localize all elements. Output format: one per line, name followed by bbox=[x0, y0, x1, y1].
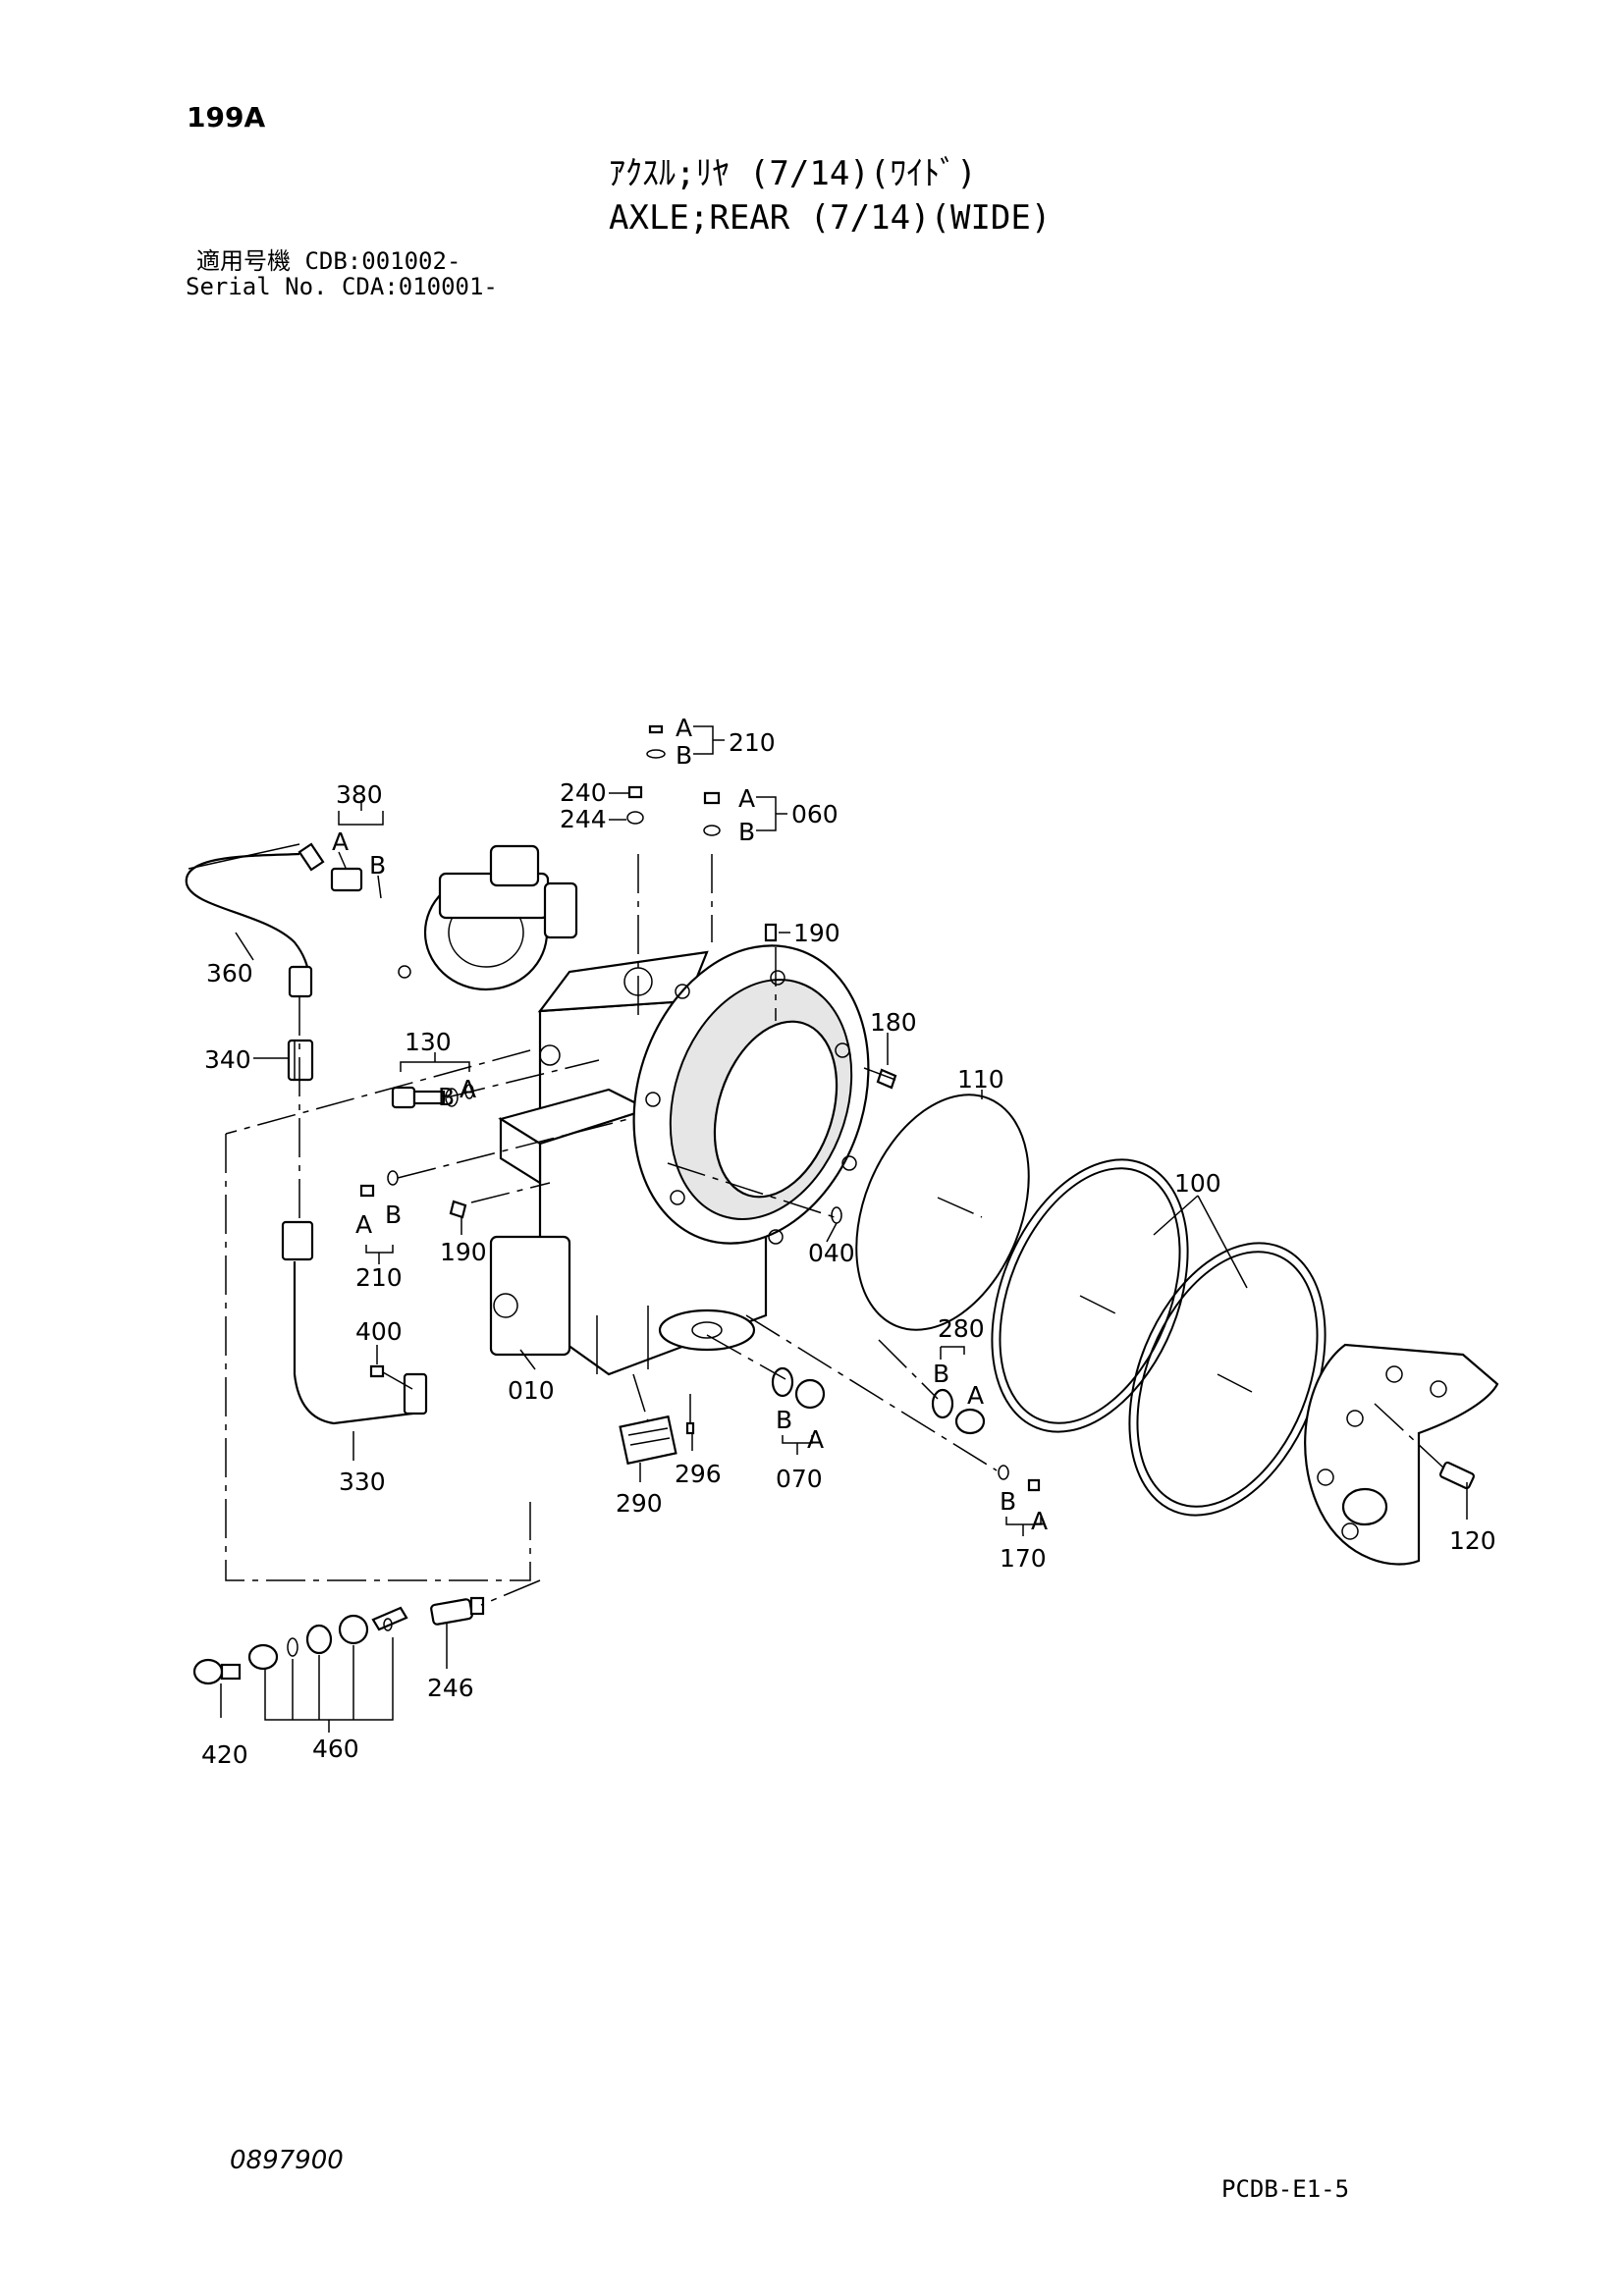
callout-180: 180 bbox=[870, 1008, 917, 1037]
sub-label-b: B bbox=[1000, 1487, 1016, 1516]
sub-label-b: B bbox=[933, 1360, 949, 1388]
callout-246: 246 bbox=[427, 1674, 474, 1702]
page-number: 199A bbox=[187, 101, 266, 133]
callout-280: 280 bbox=[938, 1314, 985, 1343]
callout-130: 130 bbox=[405, 1028, 452, 1056]
callout-120: 120 bbox=[1449, 1526, 1496, 1555]
sub-label-b: B bbox=[738, 818, 755, 846]
callout-340: 340 bbox=[204, 1045, 251, 1074]
sub-label-a: A bbox=[807, 1425, 824, 1454]
callout-460: 460 bbox=[312, 1735, 359, 1763]
sub-label-b: B bbox=[369, 851, 386, 880]
sub-label-b: B bbox=[676, 741, 692, 770]
sub-label-a: A bbox=[676, 714, 692, 742]
callout-210-left: 210 bbox=[355, 1263, 403, 1292]
leader-lines bbox=[220, 725, 1468, 1733]
sub-label-a: A bbox=[967, 1381, 984, 1410]
callout-170: 170 bbox=[1000, 1544, 1047, 1573]
sub-labels: A B A B A B B A A B B A B A B A bbox=[332, 714, 1048, 1535]
sheet-reference: PCDB-E1-5 bbox=[1221, 2175, 1350, 2203]
callout-240: 240 bbox=[560, 778, 607, 807]
pipe-assembly bbox=[185, 842, 428, 1425]
callout-labels: 210 240 244 060 380 190 360 180 130 340 … bbox=[201, 728, 1496, 1769]
sub-label-a: A bbox=[355, 1210, 372, 1239]
callout-190-left: 190 bbox=[440, 1238, 487, 1266]
title-japanese: ｱｸｽﾙ;ﾘﾔ (7/14)(ﾜｲﾄﾞ) bbox=[609, 154, 977, 193]
callout-110: 110 bbox=[957, 1065, 1004, 1094]
callout-010: 010 bbox=[508, 1376, 555, 1405]
callout-210-top: 210 bbox=[729, 728, 776, 757]
callout-400: 400 bbox=[355, 1317, 403, 1346]
large-o-rings bbox=[855, 1094, 1326, 1517]
callout-100: 100 bbox=[1174, 1169, 1221, 1198]
sub-label-a: A bbox=[460, 1075, 476, 1103]
callout-330: 330 bbox=[339, 1468, 386, 1496]
callout-040: 040 bbox=[808, 1239, 855, 1267]
callout-420: 420 bbox=[201, 1740, 248, 1769]
small-parts bbox=[192, 724, 1475, 1685]
callout-060: 060 bbox=[791, 800, 839, 828]
serial-applicability-english: Serial No. CDA:010001- bbox=[186, 273, 498, 300]
sub-label-a: A bbox=[332, 828, 349, 856]
callout-296: 296 bbox=[675, 1460, 722, 1488]
callout-244: 244 bbox=[560, 805, 607, 833]
sub-label-b: B bbox=[385, 1201, 402, 1229]
title-english: AXLE;REAR (7/14)(WIDE) bbox=[609, 198, 1052, 238]
document-code: 0897900 bbox=[230, 2146, 344, 2175]
sub-label-b: B bbox=[776, 1406, 792, 1434]
center-lines bbox=[225, 854, 1444, 1606]
housing-ring-flange bbox=[632, 944, 870, 1245]
brake-valve-assembly bbox=[398, 844, 578, 991]
callout-360: 360 bbox=[206, 959, 253, 988]
sub-label-b: B bbox=[438, 1083, 455, 1111]
sub-label-a: A bbox=[1031, 1507, 1048, 1535]
callout-290: 290 bbox=[616, 1489, 663, 1518]
serial-applicability-japanese: 適用号機 CDB:001002- bbox=[196, 247, 461, 275]
sub-label-a: A bbox=[738, 784, 755, 813]
callout-380: 380 bbox=[336, 780, 383, 809]
callout-190-top: 190 bbox=[793, 919, 840, 947]
callout-070: 070 bbox=[776, 1465, 823, 1493]
mating-hub-partial bbox=[1304, 1343, 1499, 1566]
